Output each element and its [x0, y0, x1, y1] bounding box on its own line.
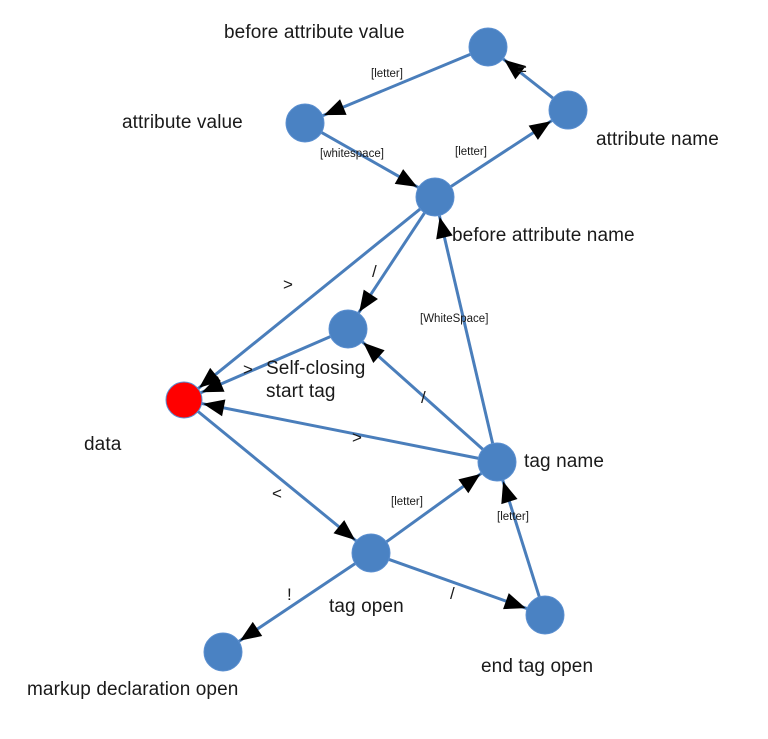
- arrowhead-tag_name-to-self_closing_start_tag: [363, 342, 385, 363]
- state-node-attribute_name[interactable]: [548, 90, 588, 130]
- state-node-before_attribute_name[interactable]: [415, 177, 455, 217]
- arrowhead-attribute_value-to-before_attribute_name: [394, 169, 418, 187]
- nodes-layer: [165, 27, 588, 672]
- edge-tag_open-to-markup_declaration_open: [237, 561, 357, 644]
- state-node-data[interactable]: [165, 381, 203, 419]
- edge-label-data-to-tag_open: <: [272, 484, 282, 503]
- edge-self_closing_start_tag-to-data: [199, 334, 333, 395]
- edge-label-attribute_name-to-before_attribute_value: =: [517, 60, 527, 79]
- edge-label-tag_name-to-before_attribute_name: [WhiteSpace]: [420, 313, 489, 325]
- edge-label-before_attribute_name-to-self_closing_start_tag: /: [372, 262, 377, 281]
- state-node-self_closing_start_tag[interactable]: [328, 309, 368, 349]
- edge-label-tag_open-to-markup_declaration_open: !: [287, 585, 292, 604]
- edge-label-before_attribute_name-to-data: >: [283, 275, 293, 294]
- state-label-attribute_value: attribute value: [122, 112, 243, 133]
- edge-label-self_closing_start_tag-to-data: >: [243, 360, 253, 379]
- state-label-attribute_name: attribute name: [596, 129, 719, 150]
- edge-tag_name-to-before_attribute_name: [437, 214, 495, 445]
- state-node-end_tag_open[interactable]: [525, 595, 565, 635]
- arrowhead-before_attribute_name-to-self_closing_start_tag: [359, 289, 378, 312]
- edge-label-end_tag_open-to-tag_name: [letter]: [497, 511, 529, 523]
- state-node-markup_declaration_open[interactable]: [203, 632, 243, 672]
- edge-label-tag_open-to-tag_name: [letter]: [391, 496, 423, 508]
- edge-before_attribute_name-to-data: [196, 207, 422, 391]
- state-label-data: data: [84, 434, 122, 455]
- arrowhead-data-to-tag_open: [333, 520, 356, 541]
- arrowhead-tag_open-to-markup_declaration_open: [240, 621, 263, 641]
- state-label-self_closing_start_tag: Self-closing start tag: [266, 358, 366, 403]
- edge-tag_name-to-self_closing_start_tag: [360, 339, 485, 452]
- arrowhead-attribute_name-to-before_attribute_value: [504, 59, 526, 80]
- arrowhead-tag_name-to-before_attribute_name: [436, 216, 453, 240]
- edge-label-tag_open-to-end_tag_open: /: [450, 584, 455, 603]
- arrowhead-tag_open-to-tag_name: [458, 474, 481, 494]
- state-label-tag_name: tag name: [524, 451, 605, 472]
- edge-label-attribute_value-to-before_attribute_name: [whitespace]: [320, 148, 384, 160]
- state-node-before_attribute_value[interactable]: [468, 27, 508, 67]
- arrowhead-self_closing_start_tag-to-data: [201, 376, 225, 393]
- arrowhead-end_tag_open-to-tag_name: [501, 481, 518, 505]
- edge-label-tag_name-to-self_closing_start_tag: /: [421, 388, 426, 407]
- state-node-tag_name[interactable]: [477, 442, 517, 482]
- state-node-attribute_value[interactable]: [285, 103, 325, 143]
- arrowhead-before_attribute_name-to-attribute_name: [528, 121, 551, 140]
- edge-tag_open-to-end_tag_open: [387, 557, 529, 611]
- arrowhead-before_attribute_value-to-attribute_value: [323, 99, 347, 116]
- arrowhead-tag_open-to-end_tag_open: [503, 593, 526, 610]
- edge-label-before_attribute_value-to-attribute_value: [letter]: [371, 68, 403, 80]
- state-label-tag_open: tag open: [329, 596, 404, 617]
- state-label-before_attribute_name: before attribute name: [452, 225, 635, 246]
- edge-before_attribute_value-to-attribute_value: [321, 52, 472, 118]
- state-node-tag_open[interactable]: [351, 533, 391, 573]
- arrowheads-layer: [199, 59, 551, 641]
- edge-tag_name-to-data: [200, 401, 480, 460]
- arrowhead-tag_name-to-data: [203, 399, 226, 417]
- edge-data-to-tag_open: [196, 409, 359, 543]
- edge-label-tag_name-to-data: >: [352, 428, 362, 447]
- edges-layer: [196, 52, 555, 644]
- state-label-markup_declaration_open: markup declaration open: [27, 679, 239, 700]
- state-label-before_attribute_value: before attribute value: [224, 22, 405, 43]
- state-label-end_tag_open: end tag open: [481, 656, 594, 677]
- edge-label-before_attribute_name-to-attribute_name: [letter]: [455, 146, 487, 158]
